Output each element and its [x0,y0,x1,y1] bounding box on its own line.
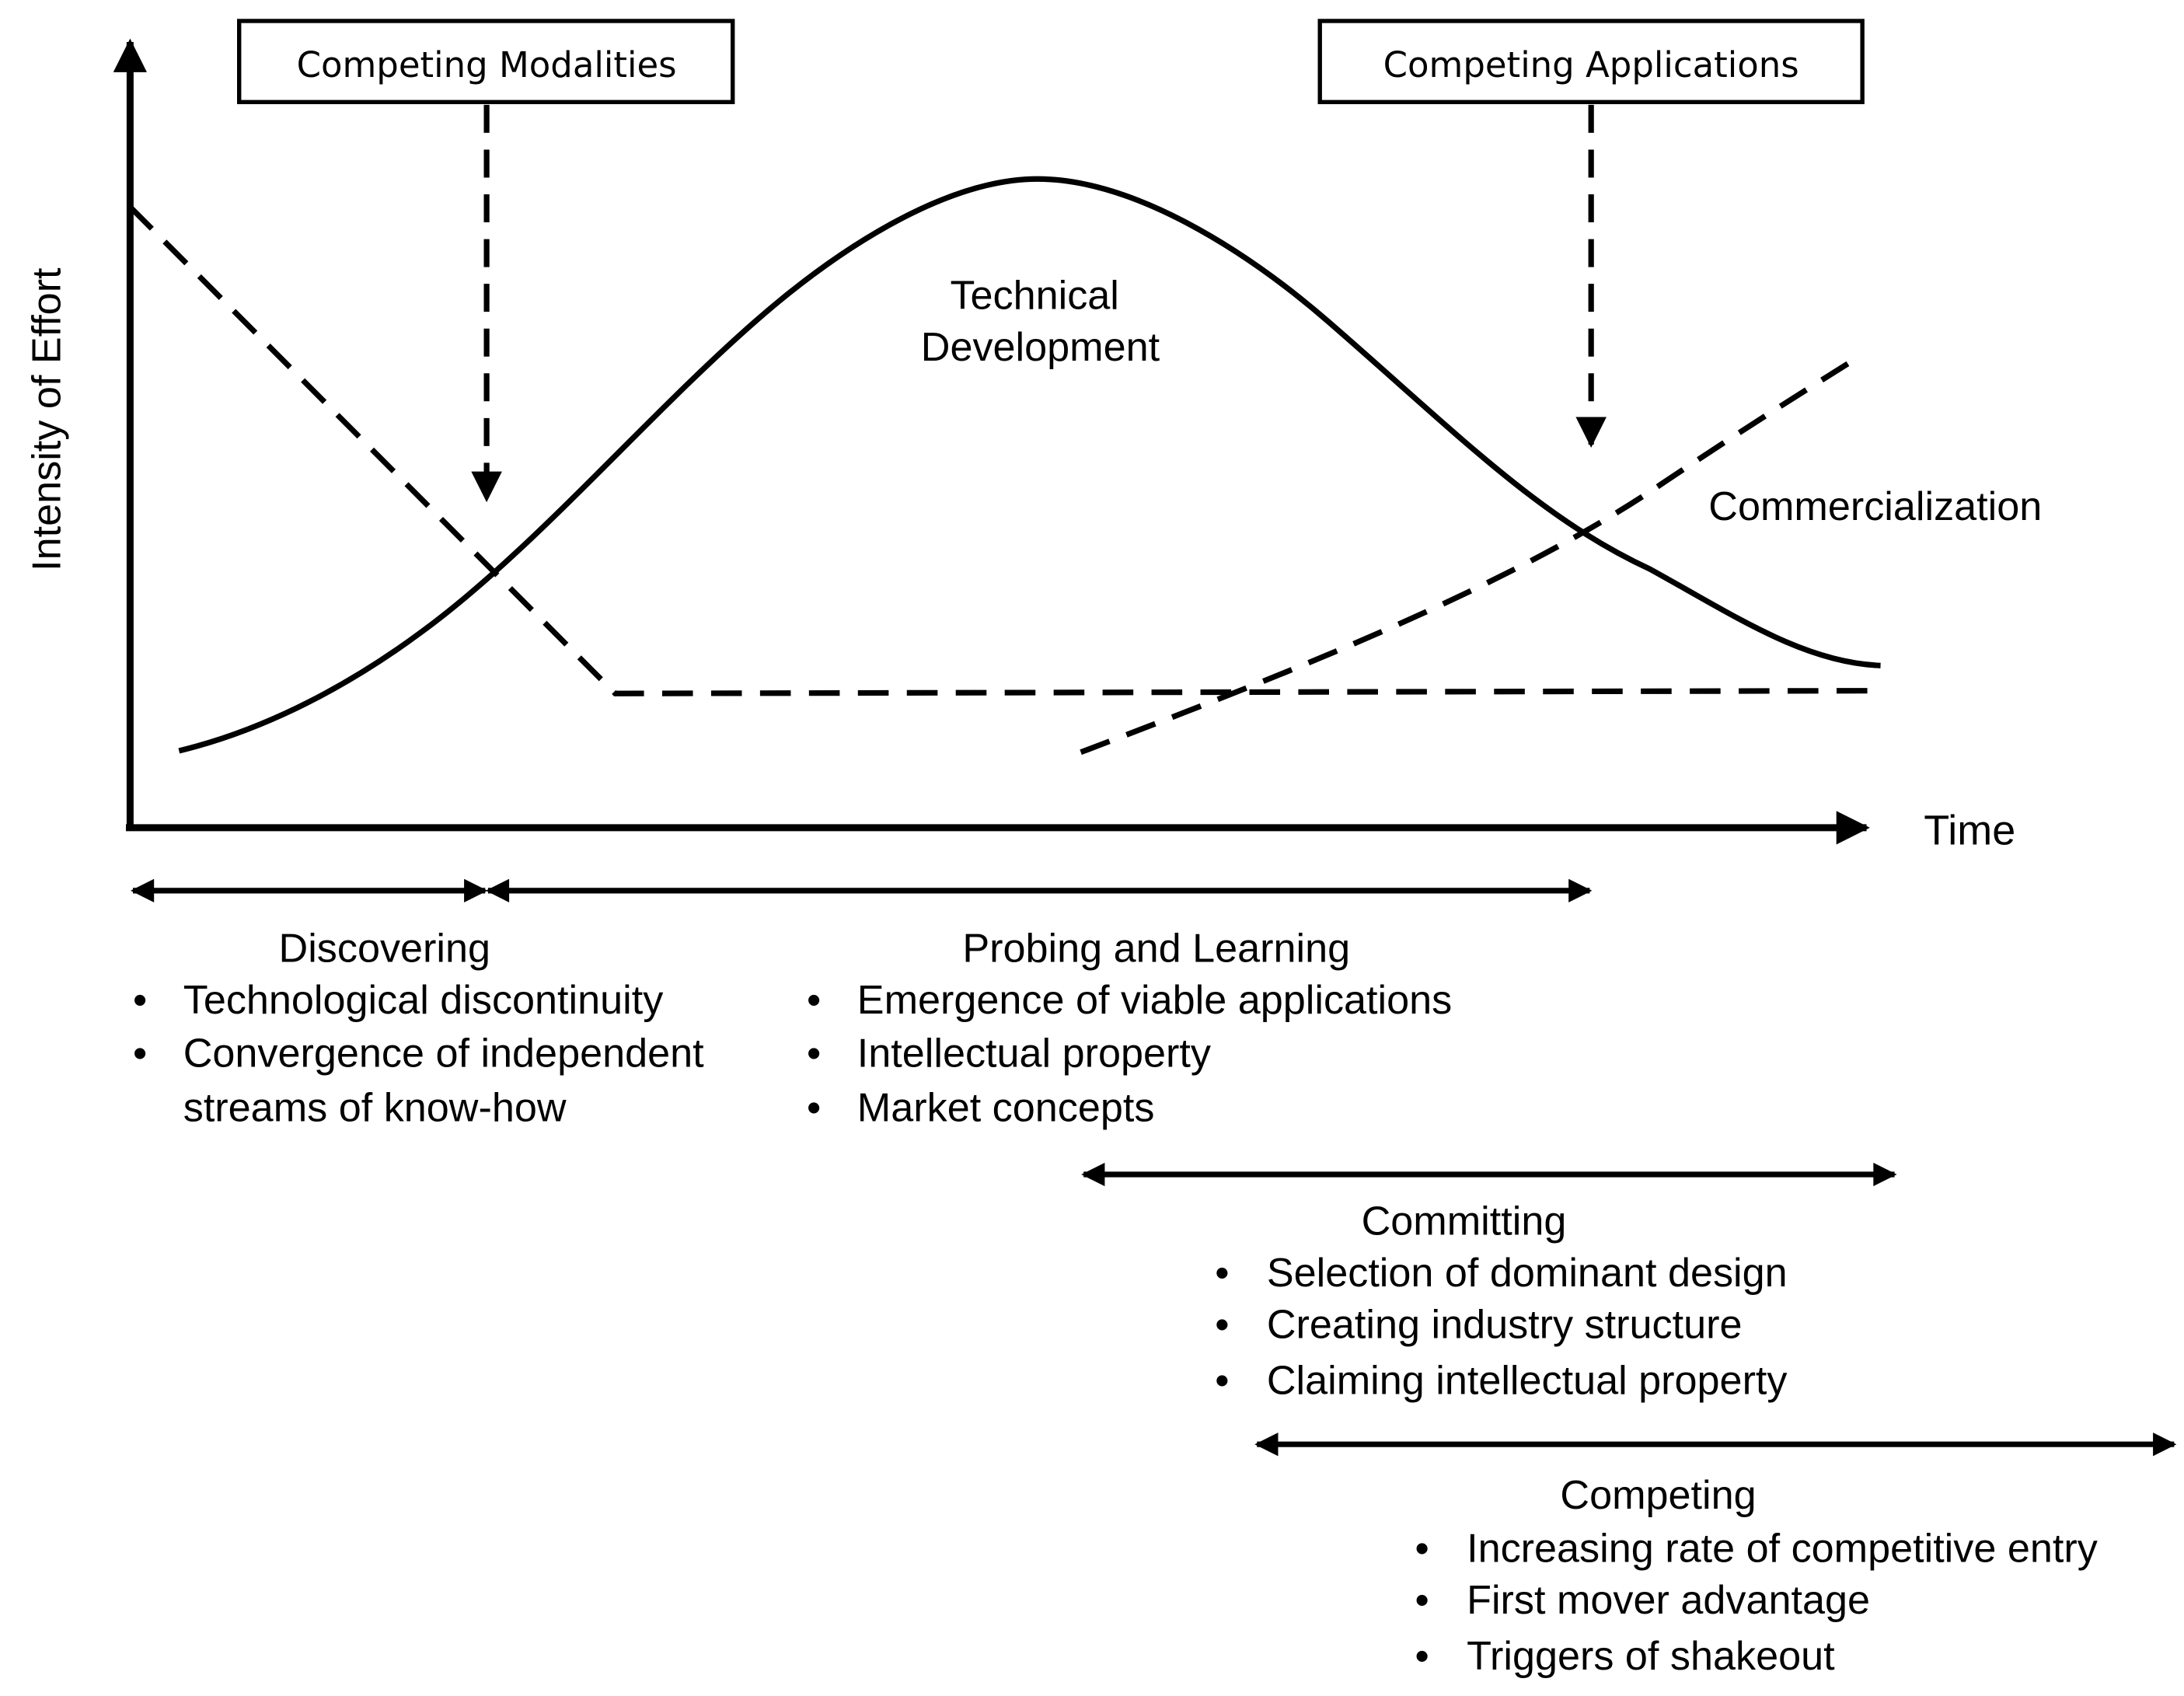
phase-probing-and-learning: Probing and Learning • Emergence of viab… [807,927,1452,1131]
phase-bullet: Increasing rate of competitive entry [1467,1526,2098,1571]
phase-bullet: Emergence of viable applications [857,978,1452,1023]
phase-bullet: Selection of dominant design [1267,1251,1788,1296]
discovery-effort-dashed-line [127,204,1885,696]
competing-applications-box [1317,19,1865,105]
phase-title: Discovering [279,927,490,972]
phase-committing: Committing • Selection of dominant desig… [1215,1199,1787,1403]
phase-bullet-continuation: streams of know-how [183,1086,567,1131]
bullet-marker: • [807,1086,821,1131]
phase-bullet: First mover advantage [1467,1578,1870,1623]
phase-discovering: Discovering • Technological discontinuit… [133,927,704,1131]
phase-bullet: Intellectual property [857,1031,1211,1077]
technical-development-label-line-2: Development [921,325,1160,370]
phase-bullet: Triggers of shakeout [1467,1634,1835,1679]
bullet-marker: • [1215,1358,1229,1403]
x-axis-label: Time [1924,808,2015,854]
bullet-marker: • [1215,1251,1229,1296]
phase-bullet: Claiming intellectual property [1267,1358,1788,1403]
competing-modalities-label: Competing Modalities [297,44,677,85]
bullet-marker: • [133,978,147,1023]
bullet-marker: • [1215,1302,1229,1347]
commercialization-dashed-curve [1080,358,1854,756]
phase-title: Probing and Learning [962,927,1350,972]
commercialization-label: Commercialization [1708,484,2042,529]
bullet-marker: • [133,1031,147,1077]
phase-bullet: Convergence of independent [183,1031,704,1077]
phase-competing: Competing • Increasing rate of competiti… [1415,1473,2098,1679]
technical-development-curve [178,176,1881,754]
phase-title: Committing [1362,1199,1567,1244]
technical-development-label-line-1: Technical [950,274,1118,319]
y-axis-label: Intensity of Effort [24,267,69,571]
phase-bullet: Market concepts [857,1086,1155,1131]
competing-applications-label: Competing Applications [1383,44,1799,85]
phase-title: Competing [1560,1473,1756,1518]
bullet-marker: • [807,1031,821,1077]
technical-development-label: Technical Development [921,274,1160,371]
bullet-marker: • [1415,1578,1429,1623]
bullet-marker: • [1415,1634,1429,1679]
phase-bullet: Creating industry structure [1267,1302,1743,1347]
bullet-marker: • [807,978,821,1023]
competing-modalities-box [237,19,735,105]
bullet-marker: • [1415,1526,1429,1571]
phase-bullet: Technological discontinuity [183,978,664,1023]
